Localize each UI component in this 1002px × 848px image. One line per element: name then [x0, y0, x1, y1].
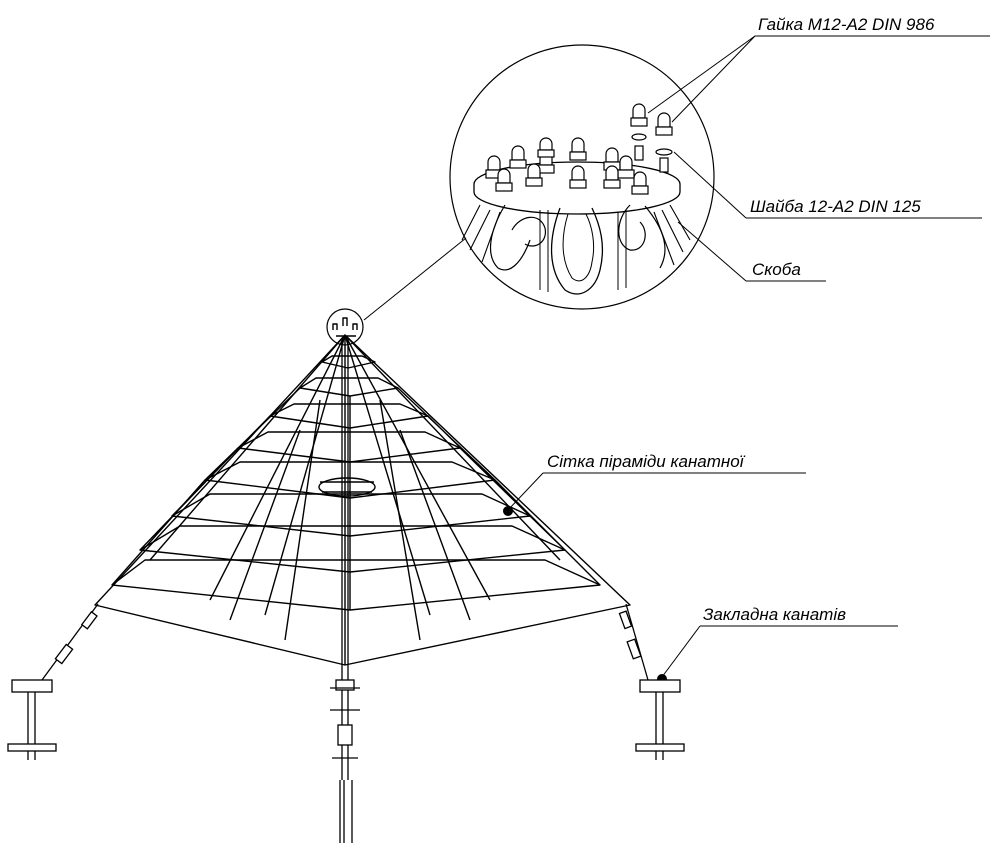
- central-mast: [330, 340, 360, 843]
- label-nut-group: [647, 35, 990, 123]
- label-net: Сітка піраміди канатної: [547, 452, 746, 471]
- label-shackle: Скоба: [752, 260, 801, 279]
- label-nut: Гайка M12-A2 DIN 986: [758, 15, 935, 34]
- pyramid-net: [94, 308, 631, 666]
- label-anchor-group: [661, 625, 898, 678]
- label-net-group: [507, 472, 806, 511]
- left-anchor: [7, 603, 99, 760]
- label-shackle-group: [677, 221, 826, 282]
- right-anchor: [618, 603, 685, 760]
- detail-view: [363, 44, 715, 321]
- label-washer-group: [673, 151, 982, 219]
- label-anchor: Закладна канатів: [703, 605, 846, 624]
- label-washer: Шайба 12-A2 DIN 125: [750, 197, 921, 216]
